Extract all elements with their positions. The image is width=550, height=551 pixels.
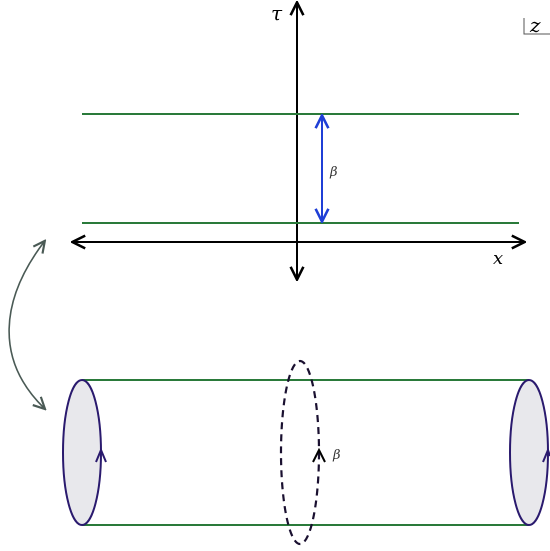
beta-bottom-label: β [332, 448, 341, 463]
middle-dashed-cycle [279, 359, 321, 546]
tau-axis-label: τ [271, 1, 283, 25]
z-label-box: z [523, 13, 550, 37]
cylinder: β [62, 359, 550, 546]
left-end-disk [62, 379, 102, 526]
x-axis-label: x [493, 248, 503, 269]
z-label: z [529, 13, 541, 37]
right-disk-orientation-arrow-icon [542, 447, 550, 463]
curved-arrow-icon [8, 242, 44, 408]
left-disk-orientation-arrow-icon [95, 447, 107, 463]
middle-cycle-orientation-arrow-icon [312, 447, 326, 463]
right-end-disk [509, 379, 549, 526]
beta-top-label: β [329, 165, 338, 180]
